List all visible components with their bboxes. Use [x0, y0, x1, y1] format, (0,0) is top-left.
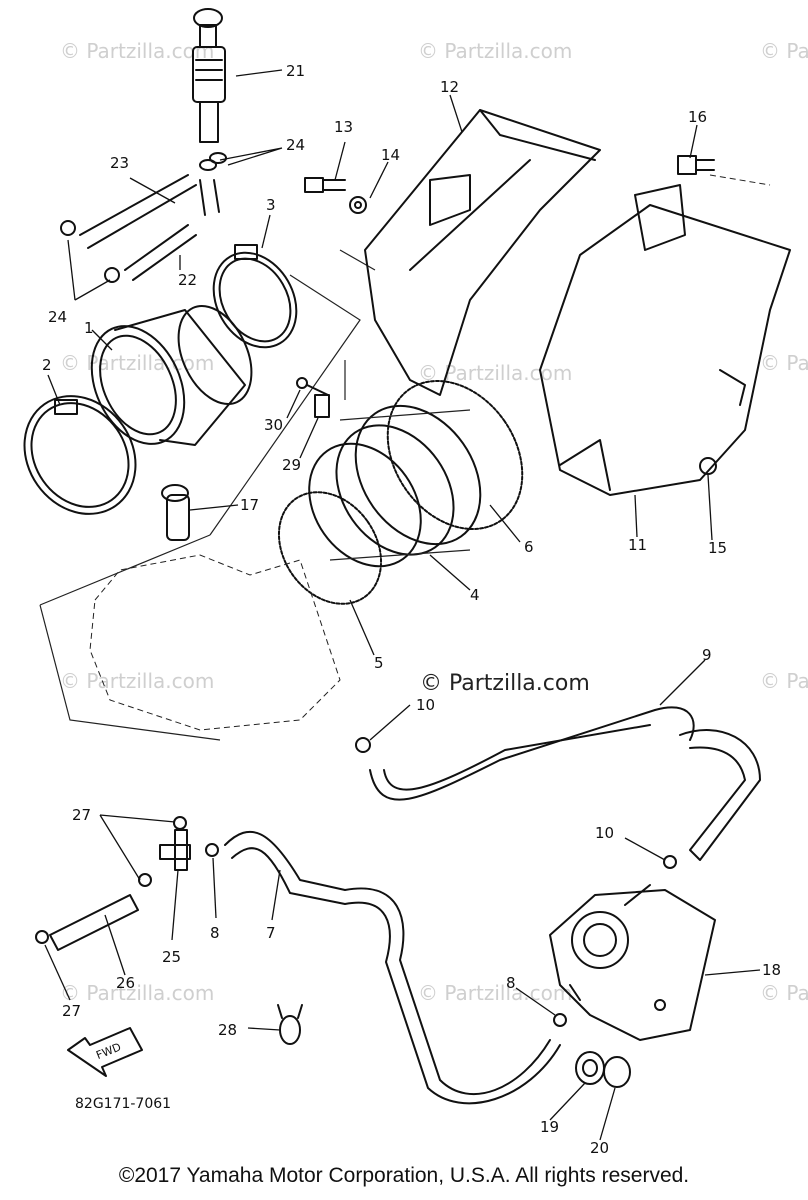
- part-hoses-top: [60, 152, 227, 283]
- callout-13: 13: [334, 118, 353, 136]
- exploded-view-drawing: © Partzilla.com © Partzilla.com © Partzi…: [23, 8, 808, 1157]
- callouts: 21 24 23 22 24 3 1 2 13 14 12 16 30 29 1…: [42, 62, 781, 1157]
- part-10-clip: [663, 855, 677, 869]
- callout-17: 17: [240, 496, 259, 514]
- callout-26: 26: [116, 974, 135, 992]
- part-12-airbox-cover: [364, 109, 601, 396]
- callout-3: 3: [266, 196, 276, 214]
- callout-8: 8: [210, 924, 220, 942]
- callout-24: 24: [286, 136, 305, 154]
- callout-10: 10: [416, 696, 435, 714]
- watermark-center: © Partzilla.com: [420, 671, 590, 696]
- part-27-clips: [35, 816, 187, 944]
- part-7-hose: [224, 830, 561, 1105]
- part-15-nut: [699, 457, 717, 475]
- part-13-bolt: [304, 177, 367, 214]
- callout-4: 4: [470, 586, 480, 604]
- callout-14: 14: [381, 146, 400, 164]
- watermark: © Partzilla.com: [60, 351, 214, 375]
- watermark: © Partzilla.com: [418, 981, 572, 1005]
- watermark: © Partzilla.com: [760, 39, 808, 63]
- callout-21: 21: [286, 62, 305, 80]
- part-18-fuel-pump: [549, 884, 716, 1041]
- fwd-label: FWD: [94, 1040, 123, 1062]
- copyright-notice: ©2017 Yamaha Motor Corporation, U.S.A. A…: [118, 1164, 690, 1187]
- callout-27: 27: [62, 1002, 81, 1020]
- callout-19: 19: [540, 1118, 559, 1136]
- part-10-clip: [355, 737, 371, 753]
- part-11-airbox: [539, 184, 791, 496]
- part-29-clamp: [314, 394, 330, 418]
- watermark: © Partzilla.com: [60, 39, 214, 63]
- callout-23: 23: [110, 154, 129, 172]
- part-2-clamp: [23, 395, 137, 515]
- callout-29: 29: [282, 456, 301, 474]
- part-19-grommet: [575, 1051, 605, 1085]
- callout-12: 12: [440, 78, 459, 96]
- part-1-boot: [90, 304, 253, 446]
- part-4-joint: [308, 404, 482, 568]
- leader-lines: [44, 69, 761, 1141]
- callout-25: 25: [162, 948, 181, 966]
- callout-28: 28: [218, 1021, 237, 1039]
- callout-11: 11: [628, 536, 647, 554]
- watermark: © Partzilla.com: [760, 981, 808, 1005]
- callout-27: 27: [72, 806, 91, 824]
- callout-7: 7: [266, 924, 276, 942]
- callout-1: 1: [84, 319, 94, 337]
- part-6-band: [386, 379, 524, 531]
- watermark: © Partzilla.com: [60, 981, 214, 1005]
- watermark: © Partzilla.com: [60, 669, 214, 693]
- part-20-washer: [603, 1056, 631, 1088]
- callout-20: 20: [590, 1139, 609, 1157]
- callout-22: 22: [178, 271, 197, 289]
- part-16-bolt: [677, 155, 715, 175]
- part-3-clamp: [212, 244, 298, 349]
- callout-16: 16: [688, 108, 707, 126]
- part-30-screw: [296, 377, 329, 396]
- part-9-hose: [369, 706, 761, 861]
- part-21-valve: [192, 8, 226, 143]
- watermark: © Partzilla.com: [760, 669, 808, 693]
- part-28-clip: [277, 1004, 303, 1045]
- part-5-band: [277, 491, 383, 605]
- callout-9: 9: [702, 646, 712, 664]
- part-8-clip: [553, 1013, 567, 1027]
- callout-6: 6: [524, 538, 534, 556]
- watermarks: © Partzilla.com © Partzilla.com © Partzi…: [60, 39, 808, 1005]
- watermark: © Partzilla.com: [418, 39, 572, 63]
- watermark: © Partzilla.com: [760, 351, 808, 375]
- part-17-cap: [161, 484, 190, 541]
- fwd-arrow: FWD: [67, 1027, 143, 1077]
- part-8-clip: [205, 843, 219, 857]
- callout-30: 30: [264, 416, 283, 434]
- callout-10: 10: [595, 824, 614, 842]
- carburetor-outline: [89, 554, 341, 731]
- callout-15: 15: [708, 539, 727, 557]
- callout-2: 2: [42, 356, 52, 374]
- callout-18: 18: [762, 961, 781, 979]
- diagram-code: 82G171-7061: [75, 1096, 171, 1112]
- callout-5: 5: [374, 654, 384, 672]
- part-25-tee: [159, 829, 191, 871]
- callout-8: 8: [506, 974, 516, 992]
- part-26-hose: [49, 894, 139, 951]
- assembly-lines: [39, 174, 771, 741]
- callout-24: 24: [48, 308, 67, 326]
